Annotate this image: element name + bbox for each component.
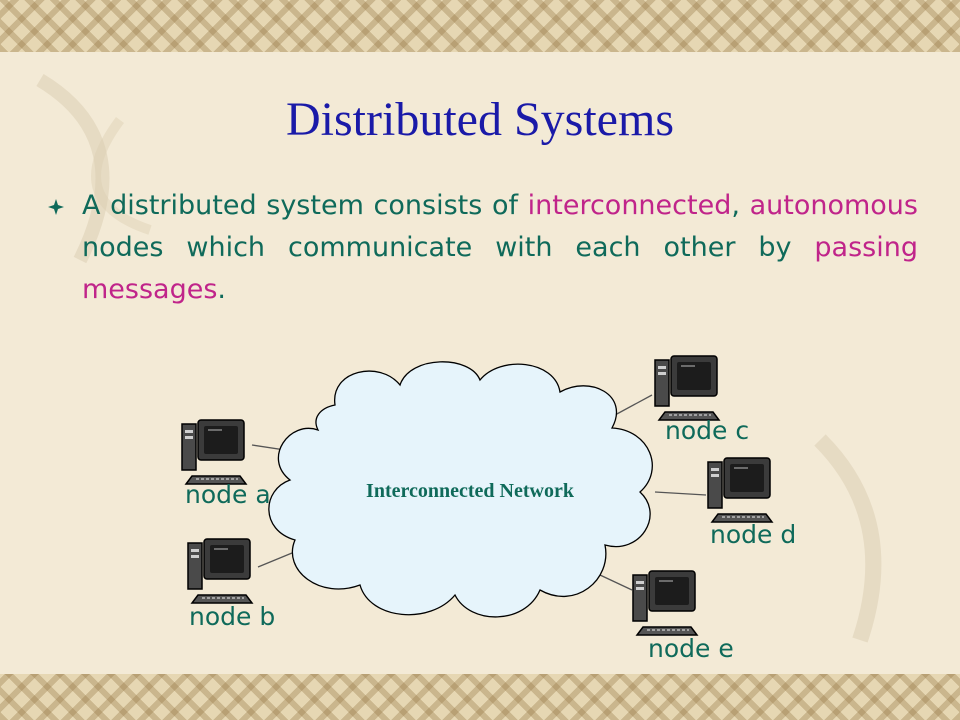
- node-label-b: node b: [189, 602, 275, 631]
- slide-title: Distributed Systems: [285, 93, 674, 146]
- node-label-d: node d: [710, 520, 796, 549]
- link-node-b: [257, 552, 293, 568]
- computer-icon-node-a: [181, 419, 247, 485]
- diamond-bullet-icon: [48, 199, 64, 215]
- node-label-a: node a: [185, 480, 271, 509]
- bullet-point: A distributed system consists of interco…: [48, 185, 918, 311]
- decorative-top-border: [0, 0, 960, 52]
- link-node-e: [599, 574, 633, 591]
- link-node-c: [614, 394, 653, 416]
- node-label-c: node c: [665, 416, 749, 445]
- bullet-text: A distributed system consists of interco…: [82, 185, 918, 311]
- bullet-segment: ,: [731, 190, 750, 221]
- computer-icon-node-b: [187, 538, 253, 604]
- bullet-segment: .: [217, 274, 227, 305]
- network-label: Interconnected Network: [366, 480, 575, 502]
- computer-icon-node-c: [654, 355, 720, 421]
- bullet-highlight: autonomous: [749, 190, 918, 221]
- network-cloud: [268, 361, 653, 618]
- node-label-e: node e: [648, 634, 734, 663]
- bullet-segment: A distributed system consists of: [82, 190, 528, 221]
- link-node-d: [654, 491, 707, 496]
- bullet-highlight: interconnected: [527, 190, 732, 221]
- computer-icon-node-e: [632, 570, 698, 636]
- bullet-highlight: passing messages: [82, 232, 918, 305]
- decorative-bottom-border: [0, 674, 960, 720]
- computer-icon-node-d: [707, 457, 773, 523]
- bullet-segment: nodes which communicate with each other …: [82, 232, 815, 263]
